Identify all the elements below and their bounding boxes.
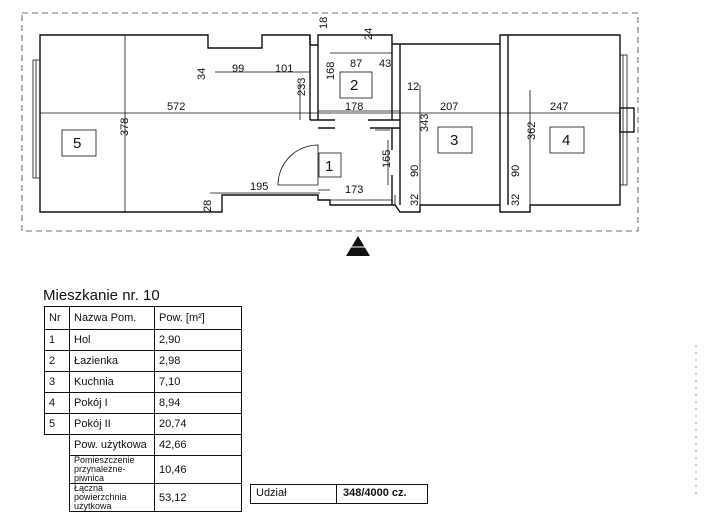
table-row: 5 Pokój II 20,74	[44, 413, 242, 435]
dim-label: 195	[250, 181, 268, 193]
usable-area-row: Pow. użytkowa 42,66	[45, 434, 242, 456]
row-area: 2,98	[154, 350, 242, 372]
row-area: 8,94	[154, 392, 242, 414]
dimension-lines	[40, 35, 620, 212]
dim-label: 90	[409, 165, 421, 177]
header-nr: Nr	[44, 306, 70, 330]
total-area-label: Łączna powierzchnia użytkowa	[69, 483, 155, 512]
dim-label: 572	[167, 101, 185, 113]
wall-2-1	[318, 119, 400, 129]
dim-label: 343	[419, 114, 431, 132]
dim-label: 165	[381, 150, 393, 168]
room-1-number: 1	[325, 158, 333, 175]
row-name: Hol	[69, 329, 155, 351]
spacer-cell	[45, 456, 70, 484]
plan-frame	[21, 12, 639, 232]
room-2-number: 2	[350, 77, 358, 94]
usable-area-value: 42,66	[154, 434, 242, 456]
room-2-box	[339, 71, 373, 99]
room-1-box	[318, 152, 342, 178]
dim-label: 378	[119, 118, 131, 136]
dim-label: 34	[196, 68, 208, 80]
room-4-number: 4	[562, 132, 570, 149]
dim-label: 90	[510, 165, 522, 177]
table-header: Nr Nazwa Pom. Pow. [m²]	[44, 306, 242, 330]
share-value: 348/4000 cz.	[343, 487, 407, 499]
row-name: Pokój II	[69, 413, 155, 435]
dim-label: 233	[296, 78, 308, 96]
row-name: Łazienka	[69, 350, 155, 372]
dim-label: 168	[325, 62, 337, 80]
door-swing	[277, 144, 319, 186]
wall-3-4	[499, 35, 509, 205]
north-arrow-icon	[346, 236, 370, 256]
row-area: 2,90	[154, 329, 242, 351]
table-row: 2 Łazienka 2,98	[44, 350, 242, 372]
dim-label: 173	[345, 184, 363, 196]
header-area: Pow. [m²]	[154, 306, 242, 330]
dim-label: 43	[379, 58, 391, 70]
row-nr: 3	[44, 371, 70, 393]
room-3-number: 3	[450, 132, 458, 149]
table-row: 1 Hol 2,90	[44, 329, 242, 351]
floor-plan: 5 2 3 4 1 18 24 34 99 101 168 87 43 233 …	[21, 12, 639, 256]
row-name: Kuchnia	[69, 371, 155, 393]
window-room-5	[32, 59, 41, 179]
dim-label: 32	[409, 194, 421, 206]
dim-label: 207	[440, 101, 458, 113]
dim-label: 18	[318, 17, 330, 29]
wall-2-3	[391, 44, 401, 205]
dim-label: 362	[526, 122, 538, 140]
dim-label: 101	[275, 63, 293, 75]
room-4-box	[549, 126, 585, 154]
column-room-4	[619, 107, 635, 133]
header-name: Nazwa Pom.	[69, 306, 155, 330]
dim-label: 12	[407, 81, 419, 93]
cellar-value: 10,46	[154, 455, 242, 484]
table-row: 3 Kuchnia 7,10	[44, 371, 242, 393]
spacer-cell	[45, 435, 70, 456]
dim-label: 32	[510, 194, 522, 206]
cellar-label: Pomieszczenie przynależne-piwnica	[69, 455, 155, 484]
row-nr: 5	[44, 413, 70, 435]
row-nr: 1	[44, 329, 70, 351]
share-box: Udział 348/4000 cz.	[250, 484, 428, 504]
room-3-box	[437, 126, 473, 154]
row-area: 20,74	[154, 413, 242, 435]
cellar-row: Pomieszczenie przynależne-piwnica 10,46	[45, 455, 242, 484]
wall-5-1	[309, 35, 319, 121]
total-area-row: Łączna powierzchnia użytkowa 53,12	[45, 483, 242, 512]
room-5-box	[61, 129, 97, 157]
apartment-title: Mieszkanie nr. 10	[43, 287, 160, 304]
table-row: 4 Pokój I 8,94	[44, 392, 242, 414]
dim-label: 24	[363, 28, 375, 40]
total-area-value: 53,12	[154, 483, 242, 512]
row-nr: 2	[44, 350, 70, 372]
dim-label: 178	[345, 101, 363, 113]
dim-label: 28	[202, 200, 214, 212]
usable-area-label: Pow. użytkowa	[69, 434, 155, 456]
dim-label: 87	[350, 58, 362, 70]
window-room-4	[619, 54, 628, 186]
row-nr: 4	[44, 392, 70, 414]
dim-label: 99	[232, 63, 244, 75]
edge-scan-mark	[695, 345, 697, 495]
room-5-number: 5	[73, 135, 81, 152]
share-label: Udział	[251, 485, 337, 503]
dim-label: 247	[550, 101, 568, 113]
rooms-table: Nr Nazwa Pom. Pow. [m²] 1 Hol 2,90 2 Łaz…	[44, 306, 242, 512]
row-name: Pokój I	[69, 392, 155, 414]
spacer-cell	[45, 484, 70, 512]
row-area: 7,10	[154, 371, 242, 393]
door-marks	[318, 129, 396, 205]
